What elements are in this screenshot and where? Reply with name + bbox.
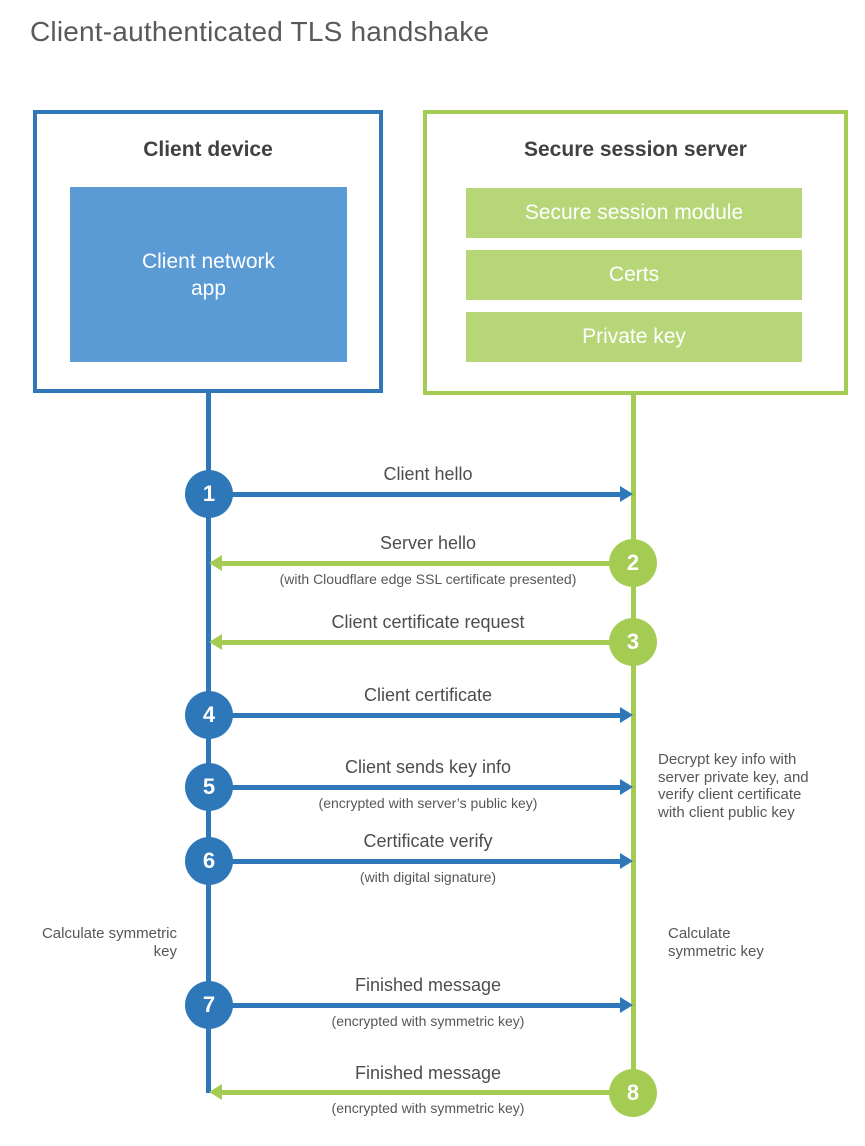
step-2-arrowhead-icon (209, 555, 222, 571)
server-module-certs: Certs (466, 250, 802, 300)
step-2-label: Server hello (379, 533, 477, 553)
step-7-arrowhead-icon (620, 997, 633, 1013)
step-6-arrowhead-icon (620, 853, 633, 869)
step-2-arrow (220, 561, 610, 566)
server-decrypt-note: Decrypt key info with server private key… (658, 751, 809, 821)
step-4-label: Client certificate (363, 685, 493, 705)
step-6-arrow (230, 859, 622, 864)
client-network-app-box: Client network app (70, 187, 347, 362)
step-5-arrow (230, 785, 622, 790)
step-3-circle: 3 (609, 618, 657, 666)
step-7-label: Finished message (354, 975, 502, 995)
page-title: Client-authenticated TLS handshake (30, 16, 490, 47)
server-module-private-key: Private key (466, 312, 802, 362)
step-3-label: Client certificate request (331, 612, 525, 632)
step-8-arrow (220, 1090, 610, 1095)
step-8-sublabel: (encrypted with symmetric key) (331, 1100, 525, 1116)
step-7-sublabel: (encrypted with symmetric key) (331, 1013, 525, 1029)
step-4-arrowhead-icon (620, 707, 633, 723)
step-1-arrowhead-icon (620, 486, 633, 502)
client-calculate-symmetric-key-note: Calculate symmetric key (41, 925, 177, 960)
step-5-label: Client sends key info (344, 757, 512, 777)
step-7-circle: 7 (185, 981, 233, 1029)
step-7-arrow (230, 1003, 622, 1008)
step-6-sublabel: (with digital signature) (359, 869, 497, 885)
step-2-sublabel: (with Cloudflare edge SSL certificate pr… (279, 571, 577, 587)
step-1-label: Client hello (383, 464, 473, 484)
client-network-app-label: Client network app (141, 249, 276, 300)
step-1-circle: 1 (185, 470, 233, 518)
step-8-circle: 8 (609, 1069, 657, 1117)
step-3-arrowhead-icon (209, 634, 222, 650)
step-3-arrow (220, 640, 610, 645)
step-4-circle: 4 (185, 691, 233, 739)
client-lifeline (206, 391, 211, 1093)
client-device-title: Client device (143, 138, 273, 161)
step-8-arrowhead-icon (209, 1084, 222, 1100)
step-2-circle: 2 (609, 539, 657, 587)
step-6-circle: 6 (185, 837, 233, 885)
step-4-arrow (230, 713, 622, 718)
step-5-sublabel: (encrypted with server’s public key) (318, 795, 538, 811)
server-lifeline (631, 393, 636, 1093)
server-calculate-symmetric-key-note: Calculate symmetric key (668, 925, 764, 960)
step-6-label: Certificate verify (363, 831, 493, 851)
server-module-secure-session: Secure session module (466, 188, 802, 238)
server-title: Secure session server (524, 138, 747, 161)
step-5-circle: 5 (185, 763, 233, 811)
step-5-arrowhead-icon (620, 779, 633, 795)
step-1-arrow (230, 492, 622, 497)
step-8-label: Finished message (354, 1063, 502, 1083)
